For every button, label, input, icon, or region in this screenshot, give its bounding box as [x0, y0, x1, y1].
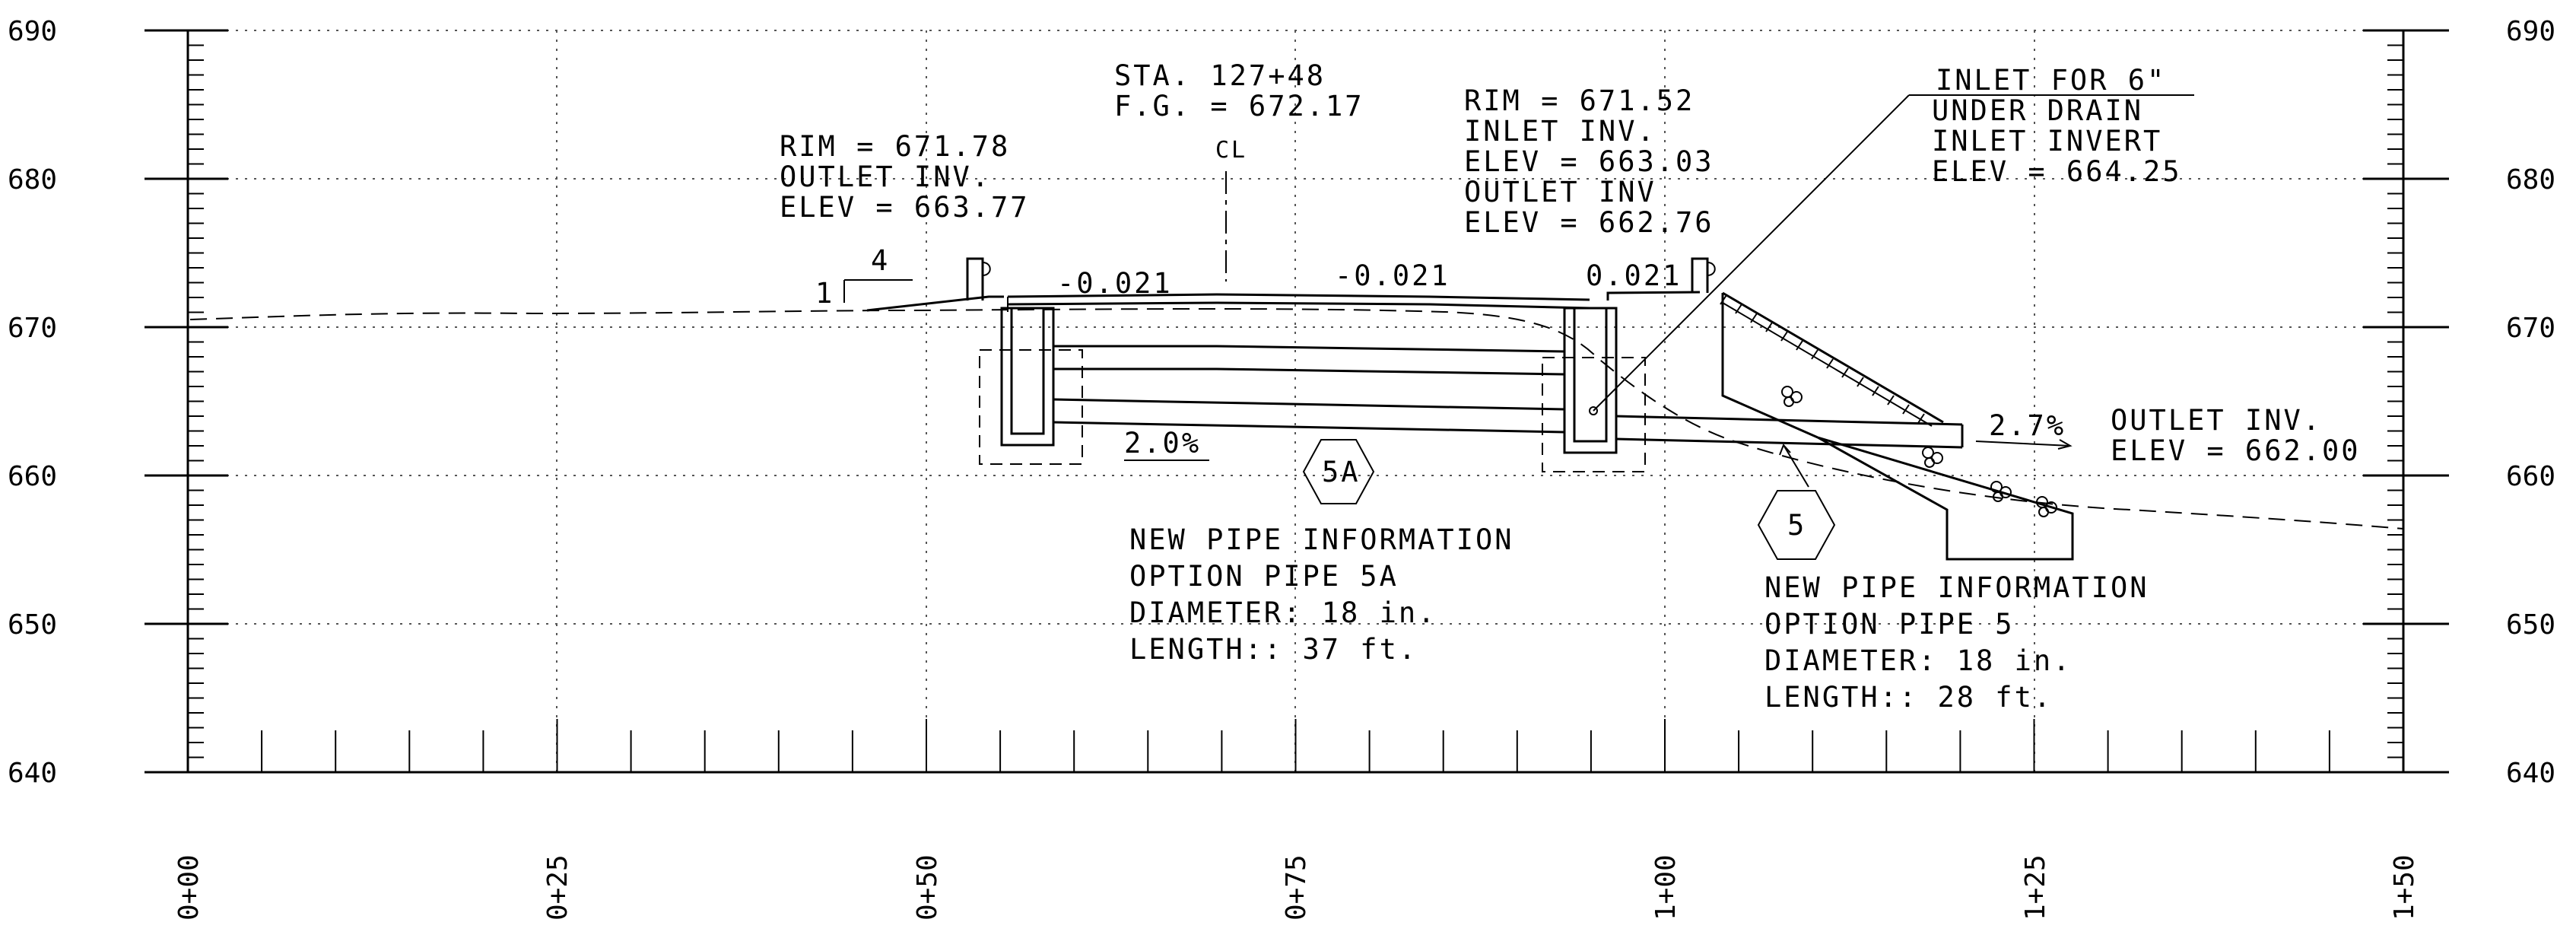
y-tick-label: 660	[8, 461, 57, 492]
x-tick-label: 0+25	[542, 854, 573, 921]
y-axis-left: 690 680 670 660 650 640	[8, 16, 57, 789]
outlet-line1: OUTLET INV.	[2111, 404, 2322, 437]
finished-grade-label: F.G. = 672.17	[1114, 90, 1364, 122]
cross-slope-labels: -0.021 -0.021 0.021	[1057, 259, 1682, 300]
cross-slope-2: -0.021	[1335, 259, 1450, 292]
slope-run-label: 4	[871, 244, 890, 277]
y-axis-right: 690 680 670 660 650 640	[2506, 16, 2555, 789]
station-callout: STA. 127+48 F.G. = 672.17	[1114, 59, 1364, 122]
y-tick-label: 670	[8, 313, 57, 344]
inlet-line4: ELEV = 664.25	[1932, 155, 2182, 188]
embankment	[1720, 291, 2074, 561]
y-tick-label: 640	[8, 758, 57, 789]
left-curb	[966, 257, 991, 301]
grid	[190, 30, 2403, 772]
frame	[145, 29, 2449, 774]
y-tick-label: 690	[2506, 16, 2555, 47]
y-tick-label: 670	[2506, 313, 2555, 344]
rim-left-line1: RIM = 671.78	[780, 130, 1010, 163]
marker-5-label: 5	[1787, 509, 1806, 542]
inlet-line1: INLET FOR 6"	[1936, 64, 2166, 97]
grade-5a-label: 2.0%	[1124, 427, 1201, 460]
marker-5a: 5A	[1302, 439, 1375, 504]
hatching	[1720, 294, 1925, 424]
cross-slope-1: -0.021	[1057, 267, 1173, 300]
inlet-line3: INLET INVERT	[1932, 125, 2162, 157]
centerline-label: CL	[1215, 137, 1247, 164]
rim-left-line2: OUTLET INV.	[780, 161, 991, 193]
outlet-line2: ELEV = 662.00	[2111, 434, 2361, 467]
y-tick-label: 640	[2506, 758, 2555, 789]
cross-slope-3: 0.021	[1586, 259, 1682, 292]
pipe5a-line2: OPTION PIPE 5A	[1129, 560, 1399, 593]
left-slope: 4 1	[815, 244, 1004, 312]
x-tick-label: 1+50	[2389, 854, 2420, 921]
pipe5-line2: OPTION PIPE 5	[1764, 608, 2015, 641]
y-tick-label: 680	[2506, 164, 2555, 196]
pipe5a-line1: NEW PIPE INFORMATION	[1129, 523, 1514, 556]
x-tick-label: 1+00	[1650, 854, 1682, 921]
pipe-5a	[1053, 345, 1565, 434]
left-rim-callout: RIM = 671.78 OUTLET INV. ELEV = 663.77	[780, 130, 1030, 224]
underdrain-callout: INLET FOR 6" UNDER DRAIN INLET INVERT EL…	[1589, 64, 2194, 415]
rim-right-line5: ELEV = 662.76	[1464, 206, 1714, 239]
right-curb	[1691, 257, 1716, 293]
right-inlet-structure	[1542, 291, 1701, 472]
pipe5-line4: LENGTH:: 28 ft.	[1764, 681, 2053, 714]
rim-right-line4: OUTLET INV	[1464, 176, 1656, 208]
y-tick-label: 680	[8, 164, 57, 196]
minor-ticks	[187, 44, 2404, 772]
y-tick-label: 650	[2506, 609, 2555, 641]
y-tick-label: 650	[8, 609, 57, 641]
x-tick-label: 0+50	[912, 854, 943, 921]
station-label: STA. 127+48	[1114, 59, 1326, 92]
pipe5-line3: DIAMETER: 18 in.	[1764, 644, 2072, 677]
riprap-stones	[1781, 386, 2057, 517]
pipe5-line1: NEW PIPE INFORMATION	[1764, 571, 2149, 604]
grade-5-label: 2.7%	[1989, 409, 2066, 442]
y-tick-label: 660	[2506, 461, 2555, 492]
inlet-line2: UNDER DRAIN	[1932, 94, 2143, 127]
pipe5a-line4: LENGTH:: 37 ft.	[1129, 633, 1418, 666]
pipe-5a-info: NEW PIPE INFORMATION OPTION PIPE 5A DIAM…	[1129, 523, 1514, 666]
right-rim-callout: RIM = 671.52 INLET INV. ELEV = 663.03 OU…	[1464, 84, 1714, 239]
x-tick-label: 1+25	[2020, 854, 2051, 921]
x-tick-label: 0+75	[1281, 854, 1312, 921]
pipe-5	[1615, 415, 1964, 449]
y-tick-label: 690	[8, 16, 57, 47]
pipe-5-info: NEW PIPE INFORMATION OPTION PIPE 5 DIAME…	[1764, 571, 2149, 714]
marker-5: 5	[1757, 444, 1836, 560]
x-tick-label: 0+00	[173, 854, 205, 921]
marker-5a-label: 5A	[1322, 456, 1361, 488]
centerline-marker: CL	[1215, 137, 1247, 281]
rim-left-line3: ELEV = 663.77	[780, 191, 1030, 224]
rim-right-line1: RIM = 671.52	[1464, 84, 1695, 117]
pipe-grade-5a: 2.0%	[1124, 427, 1209, 461]
road-surface	[1007, 293, 1590, 312]
slope-rise-label: 1	[815, 277, 834, 310]
pipe-grade-5: 2.7%	[1975, 409, 2073, 450]
rim-right-line3: ELEV = 663.03	[1464, 145, 1714, 178]
existing-ground-line	[189, 308, 2404, 530]
rim-right-line2: INLET INV.	[1464, 115, 1656, 148]
pipe5a-line3: DIAMETER: 18 in.	[1129, 596, 1437, 629]
outlet-callout: OUTLET INV. ELEV = 662.00	[2111, 404, 2361, 467]
x-axis: 0+00 0+25 0+50 0+75 1+00 1+25 1+50	[173, 854, 2420, 921]
left-inlet-structure	[979, 307, 1083, 465]
